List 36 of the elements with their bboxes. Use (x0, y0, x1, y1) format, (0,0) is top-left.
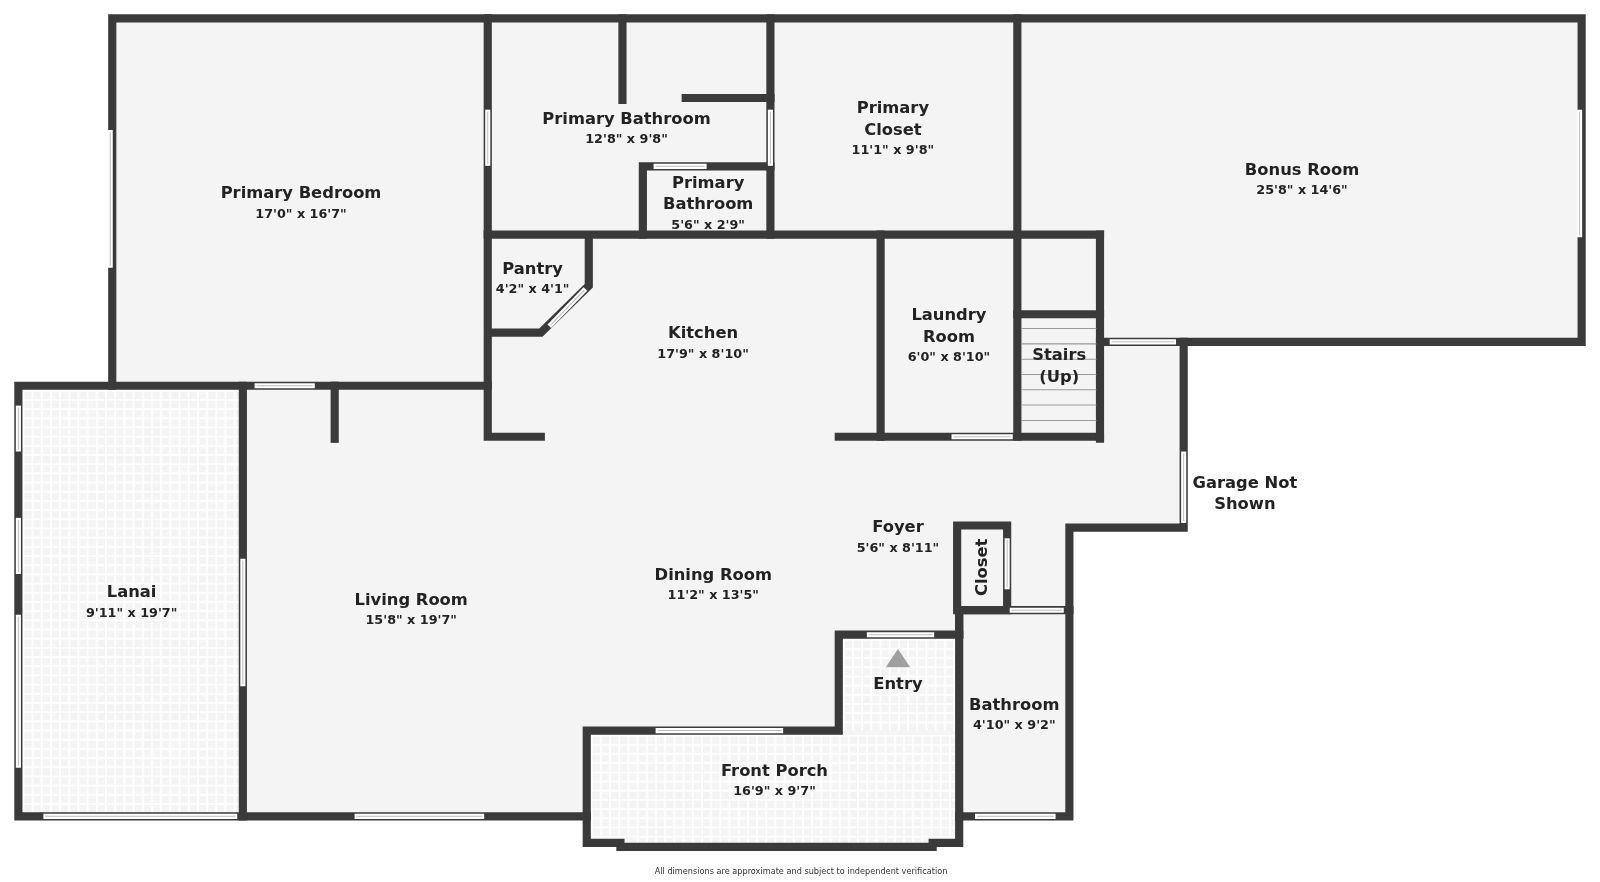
room-dimensions: 4'2" x 4'1" (495, 280, 570, 298)
room-name: Primary Bathroom (542, 107, 711, 130)
room-dimensions: 25'8" x 14'6" (1255, 181, 1349, 199)
room-name: Primary Bedroom (220, 182, 382, 204)
room-dimensions: 6'0" x 8'10" (907, 348, 991, 366)
room-dimensions: 16'9" x 9'7" (732, 782, 817, 800)
room-dimensions: 11'1" x 9'8" (850, 140, 936, 159)
room-dimensions: 12'8" x 9'8" (584, 130, 669, 148)
room-name: Kitchen (667, 321, 740, 344)
room-dimensions: 15'8" x 19'7" (364, 610, 458, 629)
tiled-area (22, 389, 239, 813)
room-name: Primary Bathroom (662, 171, 754, 215)
room-name: Bathroom (969, 693, 1060, 715)
disclaimer-note: All dimensions are approximate and subject to independent verification (653, 867, 949, 878)
note-label: Garage Not Shown (1191, 471, 1299, 515)
room-name: Bonus Room (1244, 158, 1360, 181)
room-name: Laundry Room (910, 304, 988, 347)
room-dimensions: 5'6" x 2'9" (670, 215, 746, 233)
room-dimensions: 17'0" x 16'7" (254, 204, 348, 222)
room-name: Stairs (Up) (1032, 343, 1087, 387)
room-dimensions: 17'9" x 8'10" (657, 344, 749, 362)
room-name: Front Porch (720, 759, 828, 782)
room-name: Lanai (105, 581, 158, 603)
room-name: Pantry (501, 257, 564, 280)
room-dimensions: 11'2" x 13'5" (666, 586, 760, 604)
room-dimensions: 5'6" x 8'11" (856, 538, 940, 556)
room-name: Dining Room (654, 563, 772, 586)
room-dimensions: 9'11" x 19'7" (85, 603, 178, 621)
room-name: Entry (873, 673, 923, 695)
room-name: Closet (970, 538, 993, 597)
room-name: Living Room (354, 588, 468, 610)
tiled-area (590, 734, 956, 843)
tiled-area (842, 638, 956, 731)
room-name: Primary Closet (855, 96, 930, 140)
room-name: Foyer (871, 515, 925, 538)
room-dimensions: 4'10" x 9'2" (972, 715, 1057, 734)
